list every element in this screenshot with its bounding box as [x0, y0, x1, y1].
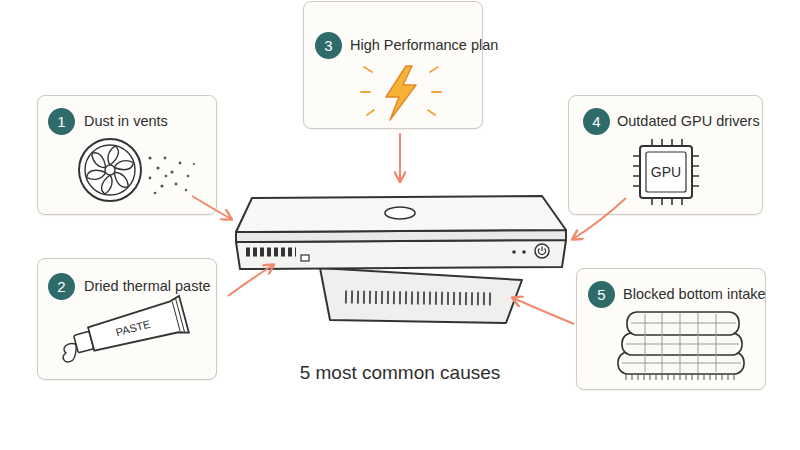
blanket-fold [618, 352, 744, 374]
chip-core [646, 152, 686, 192]
dust-dot [164, 157, 167, 160]
dust-dot [179, 162, 182, 165]
fan-blade [113, 156, 135, 175]
blanket-fold [627, 312, 739, 335]
callout-number: 1 [57, 114, 65, 129]
box-heading: Outdated GPU drivers [617, 112, 760, 130]
chip-body [640, 146, 692, 198]
fan-blades [85, 146, 135, 194]
fan-hub [105, 165, 115, 175]
blanket-plaid [622, 313, 741, 373]
paste-tube [55, 296, 188, 366]
dust-dot [160, 184, 163, 187]
callout-number: 3 [324, 38, 332, 53]
fan-blade [102, 175, 112, 194]
callout-number: 2 [57, 279, 65, 294]
fan-blade [110, 171, 132, 190]
number-badge: 4 [583, 108, 610, 135]
blanket-fringe [626, 374, 734, 380]
number-badge: 1 [48, 108, 75, 135]
power-icon [539, 247, 546, 255]
callout-box: Dried thermal paste 2 [37, 258, 217, 380]
blanket-fold [622, 333, 742, 355]
fan-blade [85, 165, 107, 184]
callout-number: 4 [592, 114, 600, 129]
diagram-caption: 5 most common causes [0, 362, 800, 384]
fan-frame [79, 139, 141, 201]
paste-blob [60, 342, 80, 363]
tube-body [86, 296, 189, 358]
fan-blade [88, 151, 110, 170]
chip-label: GPU [651, 164, 681, 180]
side-vents [246, 248, 296, 257]
lightning-bolt [386, 66, 416, 120]
leader-arrow [399, 133, 401, 181]
dust-dot [185, 189, 187, 191]
status-light [512, 250, 516, 254]
dust-dots [148, 156, 195, 194]
stand-vents [345, 297, 495, 299]
dust-dot [175, 183, 178, 186]
number-badge: 3 [315, 32, 342, 59]
leader-arrow [228, 265, 273, 296]
bolt-rays [361, 67, 441, 115]
box-heading: High Performance plan [350, 36, 498, 54]
dust-dot [193, 163, 195, 165]
dust-dot [148, 156, 151, 159]
dust-dot [149, 177, 152, 180]
leader-arrow [573, 198, 626, 239]
tube-cap [74, 331, 94, 353]
fan-blade [108, 146, 118, 165]
laptop-lid-edge [236, 230, 566, 242]
box-heading: Dust in vents [84, 112, 168, 130]
callout-box: High Performance plan3 [303, 1, 483, 129]
number-badge: 5 [588, 281, 615, 308]
leader-arrow [513, 298, 574, 324]
dust-dot [165, 175, 168, 178]
dust-dot [170, 170, 173, 173]
callout-box: Dust in vents 1 [37, 95, 217, 215]
laptop-lid [236, 196, 566, 232]
power-button [535, 244, 549, 258]
dust-dot [156, 166, 159, 169]
status-light [522, 250, 526, 254]
chip-pins [633, 139, 699, 205]
box-heading: Dried thermal paste [84, 277, 211, 295]
tube-crimp [172, 299, 185, 333]
callout-box: Blocked bottom intake 5 [576, 268, 766, 390]
box-heading: Blocked bottom intake [623, 285, 766, 303]
dust-dot [187, 175, 190, 178]
callout-box: Outdated GPU drivers 4 [568, 95, 763, 215]
laptop-stand [320, 268, 522, 323]
fan-ring [85, 145, 135, 195]
dust-dot [154, 192, 157, 195]
callout-number: 5 [597, 287, 605, 302]
usb-port [301, 255, 309, 261]
tube-label: PASTE [114, 318, 151, 339]
laptop-base [236, 240, 566, 269]
leader-arrow [192, 196, 231, 219]
laptop-logo [385, 207, 415, 219]
number-badge: 2 [48, 273, 75, 300]
